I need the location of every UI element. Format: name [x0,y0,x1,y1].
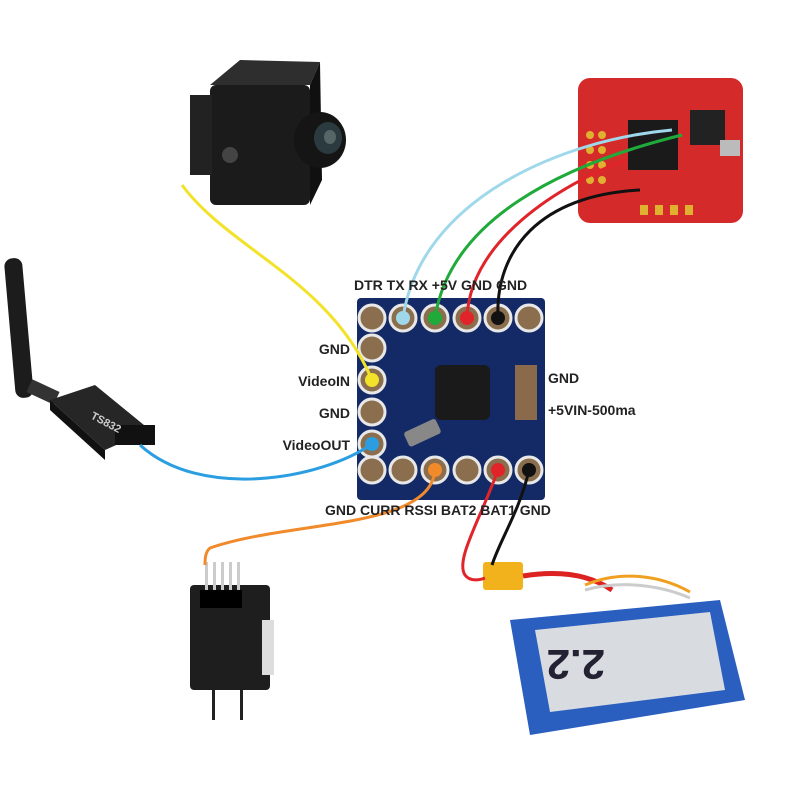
xt60-connector [483,562,523,590]
wire-5v-end [460,311,474,325]
top-pad-5 [514,303,544,333]
wire-rx [433,133,683,319]
osd-board [357,298,545,500]
wire-5v [465,158,626,319]
rc-receiver [190,562,274,720]
flight-controller [578,78,743,223]
wires [138,128,683,582]
bottom-pin-labels: GND CURR RSSI BAT2 BAT1 GND [325,502,551,518]
wire-video-out-end [365,437,379,451]
bottom-pad-3 [452,455,482,485]
wire-bat-gnd-end [522,463,536,477]
wire-rssi [203,469,437,566]
bottom-pad-0 [357,455,387,485]
wire-video-in [180,184,374,381]
wire-rx-end [428,311,442,325]
bottom-pad-1 [388,455,418,485]
left-label-videoout: VideoOUT [283,437,351,453]
right-label-5vin: +5VIN-500ma [548,402,636,418]
camera [190,60,346,205]
wire-video-in-end [365,373,379,387]
left-pad-2 [357,397,387,427]
right-label-gnd: GND [548,370,579,386]
wire-tx [401,128,673,319]
wire-tx-end [396,311,410,325]
video-transmitter: TS832 [4,258,155,460]
wire-bat-gnd [490,469,531,566]
wire-video-out [138,442,373,481]
top-pin-labels: DTR TX RX +5V GND GND [354,277,527,293]
left-pad-0 [357,333,387,363]
wire-rssi-end [428,463,442,477]
top-pad-0 [357,303,387,333]
left-label-gnd-2: GND [319,405,350,421]
wire-bat1-end [491,463,505,477]
battery-marking: 2.2 [547,641,605,688]
wire-bat1 [461,469,500,582]
left-label-videoin: VideoIN [298,373,350,389]
lipo-battery: 2.2 [483,562,745,735]
wire-gnd-end [491,311,505,325]
left-label-gnd-1: GND [319,341,350,357]
wire-gnd [496,188,641,319]
